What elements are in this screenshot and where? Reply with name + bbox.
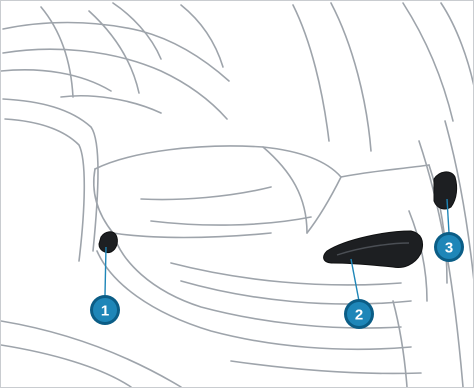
callout-1-label: 1 bbox=[101, 303, 109, 320]
interior-line-art bbox=[1, 3, 474, 387]
callout-3-label: 3 bbox=[445, 240, 453, 257]
callout-3: 3 bbox=[434, 232, 464, 262]
control-3 bbox=[434, 172, 457, 209]
callout-2-label: 2 bbox=[355, 307, 363, 324]
callout-1: 1 bbox=[90, 295, 120, 325]
control-1 bbox=[99, 232, 117, 253]
control-2 bbox=[324, 231, 423, 267]
leader-line-2 bbox=[351, 259, 359, 301]
leader-line-1 bbox=[105, 247, 106, 295]
callout-2: 2 bbox=[344, 299, 374, 329]
